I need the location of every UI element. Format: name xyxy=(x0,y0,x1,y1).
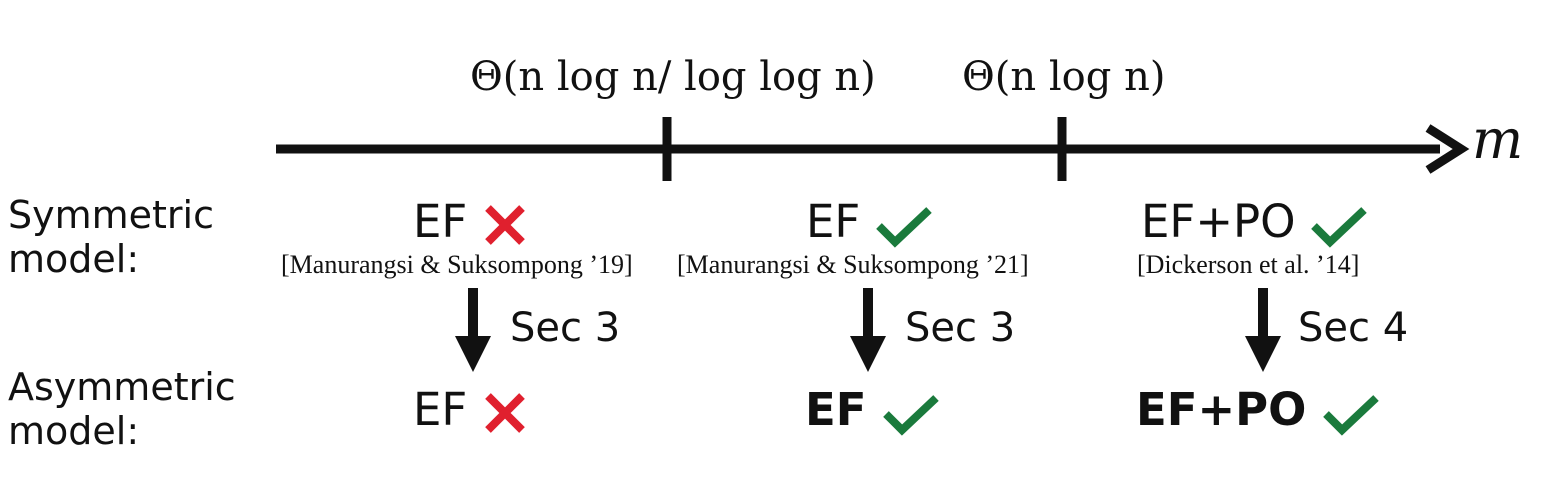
symmetric-result-3: EF+PO xyxy=(1141,197,1368,248)
tick-label-1: Θ(n log n/ log log n) xyxy=(470,54,876,100)
cross-icon xyxy=(484,205,525,245)
section-label-1: Sec 3 xyxy=(510,305,621,351)
section-label-3: Sec 4 xyxy=(1298,305,1409,351)
citation-3: [Dickerson et al. ’14] xyxy=(1137,250,1360,279)
check-icon xyxy=(875,207,932,248)
citation-2: [Manurangsi & Suksompong ’21] xyxy=(677,250,1029,279)
axis-label-m: m xyxy=(1472,108,1524,171)
asymmetric-result-3: EF+PO xyxy=(1136,385,1380,436)
asymmetric-model-label: Asymmetric model: xyxy=(8,365,236,453)
cross-icon xyxy=(484,393,525,433)
result-text: EF+PO xyxy=(1141,195,1296,248)
down-arrow-3 xyxy=(1245,288,1281,372)
result-text: EF xyxy=(413,383,468,436)
result-text: EF xyxy=(413,195,468,248)
result-text: EF+PO xyxy=(1136,383,1307,436)
check-icon xyxy=(1311,207,1367,248)
symmetric-model-label: Symmetric model: xyxy=(8,193,214,281)
check-icon xyxy=(883,395,939,436)
symmetric-result-1: EF xyxy=(413,197,528,248)
asymmetric-result-2: EF xyxy=(805,385,940,436)
citation-1: [Manurangsi & Suksompong ’19] xyxy=(281,250,633,279)
asymmetric-result-1: EF xyxy=(413,385,528,436)
down-arrow-2 xyxy=(850,288,886,372)
check-icon xyxy=(1323,395,1379,436)
result-text: EF xyxy=(806,195,861,248)
tick-label-2: Θ(n log n) xyxy=(962,54,1166,100)
down-arrow-1 xyxy=(455,288,491,372)
section-label-2: Sec 3 xyxy=(905,305,1016,351)
result-text: EF xyxy=(805,383,867,436)
symmetric-result-2: EF xyxy=(806,197,933,248)
axis-arrowhead xyxy=(1425,124,1470,174)
